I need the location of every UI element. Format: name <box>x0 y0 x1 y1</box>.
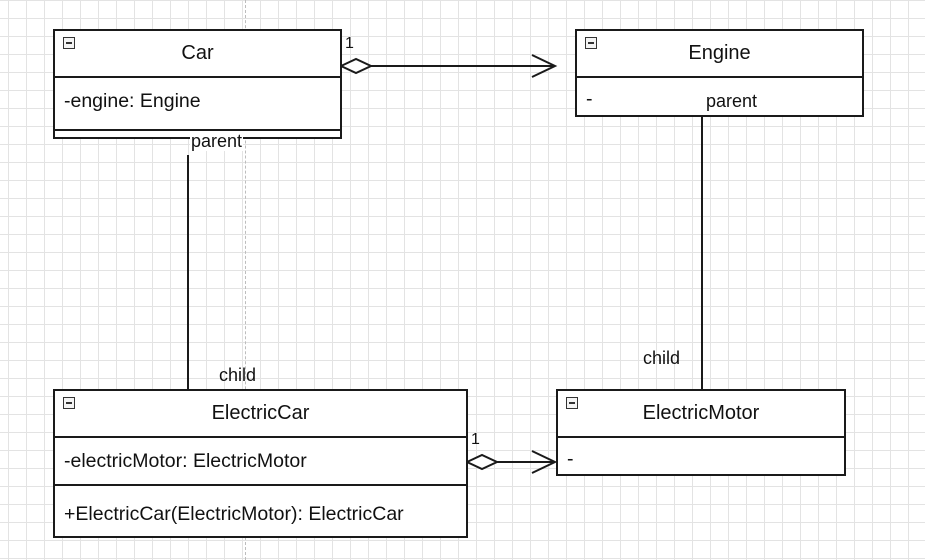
collapse-icon[interactable] <box>566 397 578 409</box>
car-engine-aggregation[interactable] <box>338 54 558 78</box>
class-name: Engine <box>688 42 751 64</box>
collapse-icon[interactable] <box>585 37 597 49</box>
electriccar-motor-aggregation[interactable] <box>464 450 558 474</box>
class-name: ElectricCar <box>211 402 310 424</box>
class-car[interactable]: Car -engine: Engine <box>53 29 342 139</box>
operation-row[interactable]: +ElectricCar(ElectricMotor): ElectricCar <box>55 486 466 536</box>
electricmotor-child-label[interactable]: child <box>643 348 681 368</box>
attribute-row[interactable]: - <box>558 438 844 474</box>
class-header: Car <box>55 31 340 78</box>
attribute-text: -engine: Engine <box>64 90 201 112</box>
class-header: Engine <box>577 31 862 78</box>
attribute-row[interactable]: -engine: Engine <box>55 78 340 131</box>
electriccar-child-label[interactable]: child <box>219 365 257 385</box>
car-parent-label[interactable]: parent <box>190 131 244 151</box>
class-name: Car <box>181 42 214 64</box>
class-electric-motor[interactable]: ElectricMotor - <box>556 389 846 476</box>
collapse-icon[interactable] <box>63 397 75 409</box>
attribute-text: - <box>567 448 574 470</box>
alignment-guide <box>245 0 246 560</box>
class-header: ElectricMotor <box>558 391 844 438</box>
class-electric-car[interactable]: ElectricCar -electricMotor: ElectricMoto… <box>53 389 468 538</box>
aggregation-diamond-icon <box>464 453 500 471</box>
class-name: ElectricMotor <box>642 402 760 424</box>
class-header: ElectricCar <box>55 391 466 438</box>
attribute-row[interactable]: -electricMotor: ElectricMotor <box>55 438 466 486</box>
arrowhead-icon <box>531 450 558 474</box>
electriccar-motor-multiplicity[interactable]: 1 <box>471 431 480 448</box>
engine-parent-label[interactable]: parent <box>705 91 759 111</box>
attribute-text: -electricMotor: ElectricMotor <box>64 450 307 472</box>
aggregation-diamond-icon <box>338 57 374 75</box>
arrowhead-icon <box>531 54 558 78</box>
attribute-row[interactable]: - <box>577 78 862 115</box>
collapse-icon[interactable] <box>63 37 75 49</box>
operation-text: +ElectricCar(ElectricMotor): ElectricCar <box>64 503 404 525</box>
attribute-text: - <box>586 88 593 110</box>
car-engine-multiplicity[interactable]: 1 <box>345 35 354 52</box>
